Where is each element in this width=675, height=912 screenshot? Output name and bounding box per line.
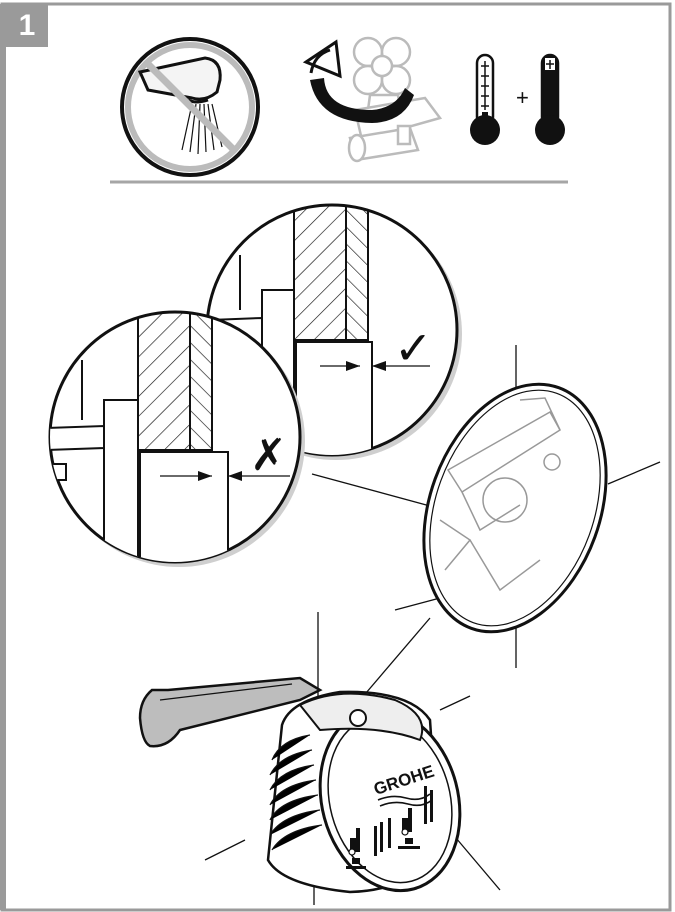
cartridge-ring-detail — [394, 345, 661, 668]
thermometer-hot-icon — [535, 53, 565, 145]
plus-sign: + — [516, 85, 529, 110]
no-water-icon — [120, 37, 260, 177]
detail-connector-lines — [311, 473, 431, 701]
step-number-badge: 1 — [6, 5, 48, 47]
incorrect-cross-icon: ✗ — [250, 430, 287, 481]
rotate-valve-icon — [302, 36, 443, 163]
thermometer-cold-icon — [470, 53, 500, 145]
detail-incorrect-gap: ✗ — [48, 310, 305, 567]
thermostat-cartridge: GROHE — [138, 612, 501, 905]
correct-checkmark-icon: ✓ — [394, 321, 433, 375]
